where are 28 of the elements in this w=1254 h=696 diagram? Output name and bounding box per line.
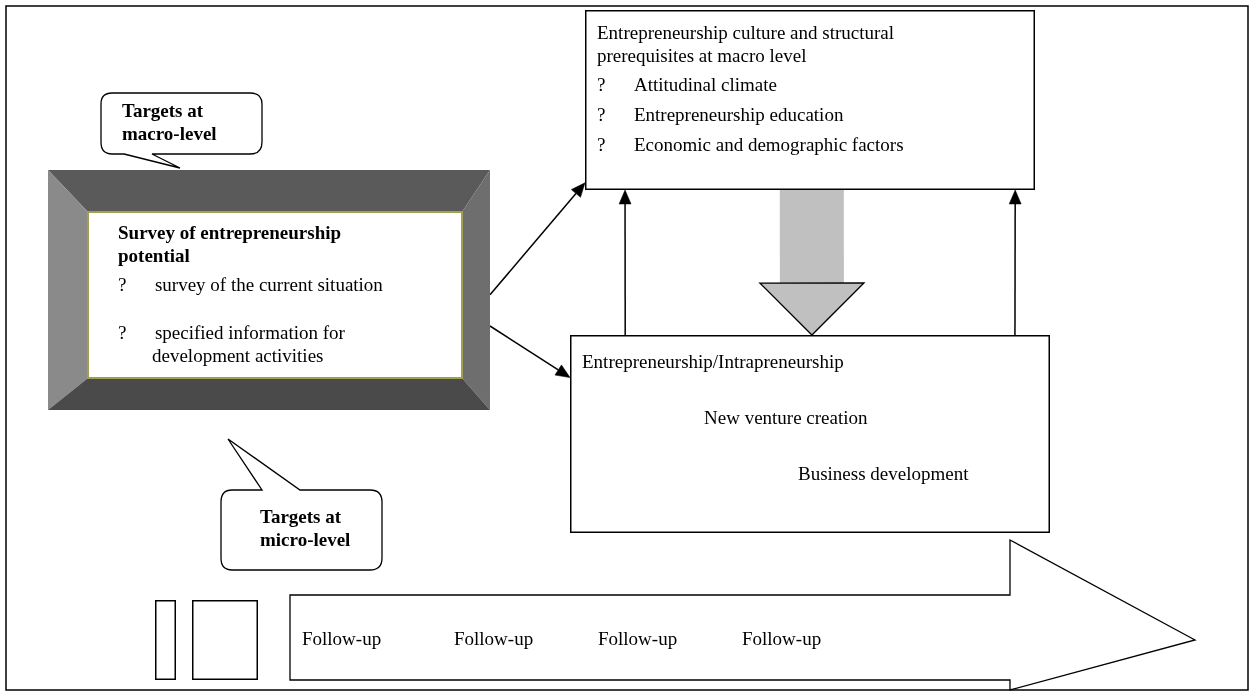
heading-text: Follow-up <box>302 628 382 651</box>
arrow <box>618 189 632 336</box>
body-text: Follow-up <box>454 628 534 651</box>
block-arrow <box>759 190 865 336</box>
bullet-item: ? specified information for development activities <box>118 322 346 368</box>
heading-text: Targets at macro-level <box>122 100 218 146</box>
heading-text: Targets at micro-level <box>260 506 352 552</box>
body-text: Business development <box>798 463 970 486</box>
beveled-frame <box>48 170 490 410</box>
bullet-item: ? Entrepreneurship education <box>597 104 845 127</box>
empty-box <box>155 600 176 680</box>
bullet-item: ? Attitudinal climate <box>597 74 778 97</box>
body-text: New venture creation <box>704 407 869 430</box>
empty-box <box>192 600 258 680</box>
process-box <box>570 335 1050 533</box>
speech-bubble <box>100 92 264 169</box>
heading-text: Survey of entrepreneurship potential <box>118 222 343 268</box>
arrow <box>489 182 586 296</box>
arrow <box>1008 189 1022 336</box>
speech-bubble <box>220 438 384 572</box>
arrow <box>489 325 571 378</box>
heading-text: Entrepreneurship culture and structural prerequisites at macro level <box>597 22 896 68</box>
bullet-item: ? Economic and demographic factors <box>597 134 905 157</box>
bullet-item: ? survey of the current situation <box>118 274 384 297</box>
process-box <box>585 10 1035 190</box>
body-text: Follow-up <box>742 628 822 651</box>
body-text: Follow-up <box>598 628 678 651</box>
heading-text: Entrepreneurship/Intrapreneurship <box>582 351 845 374</box>
